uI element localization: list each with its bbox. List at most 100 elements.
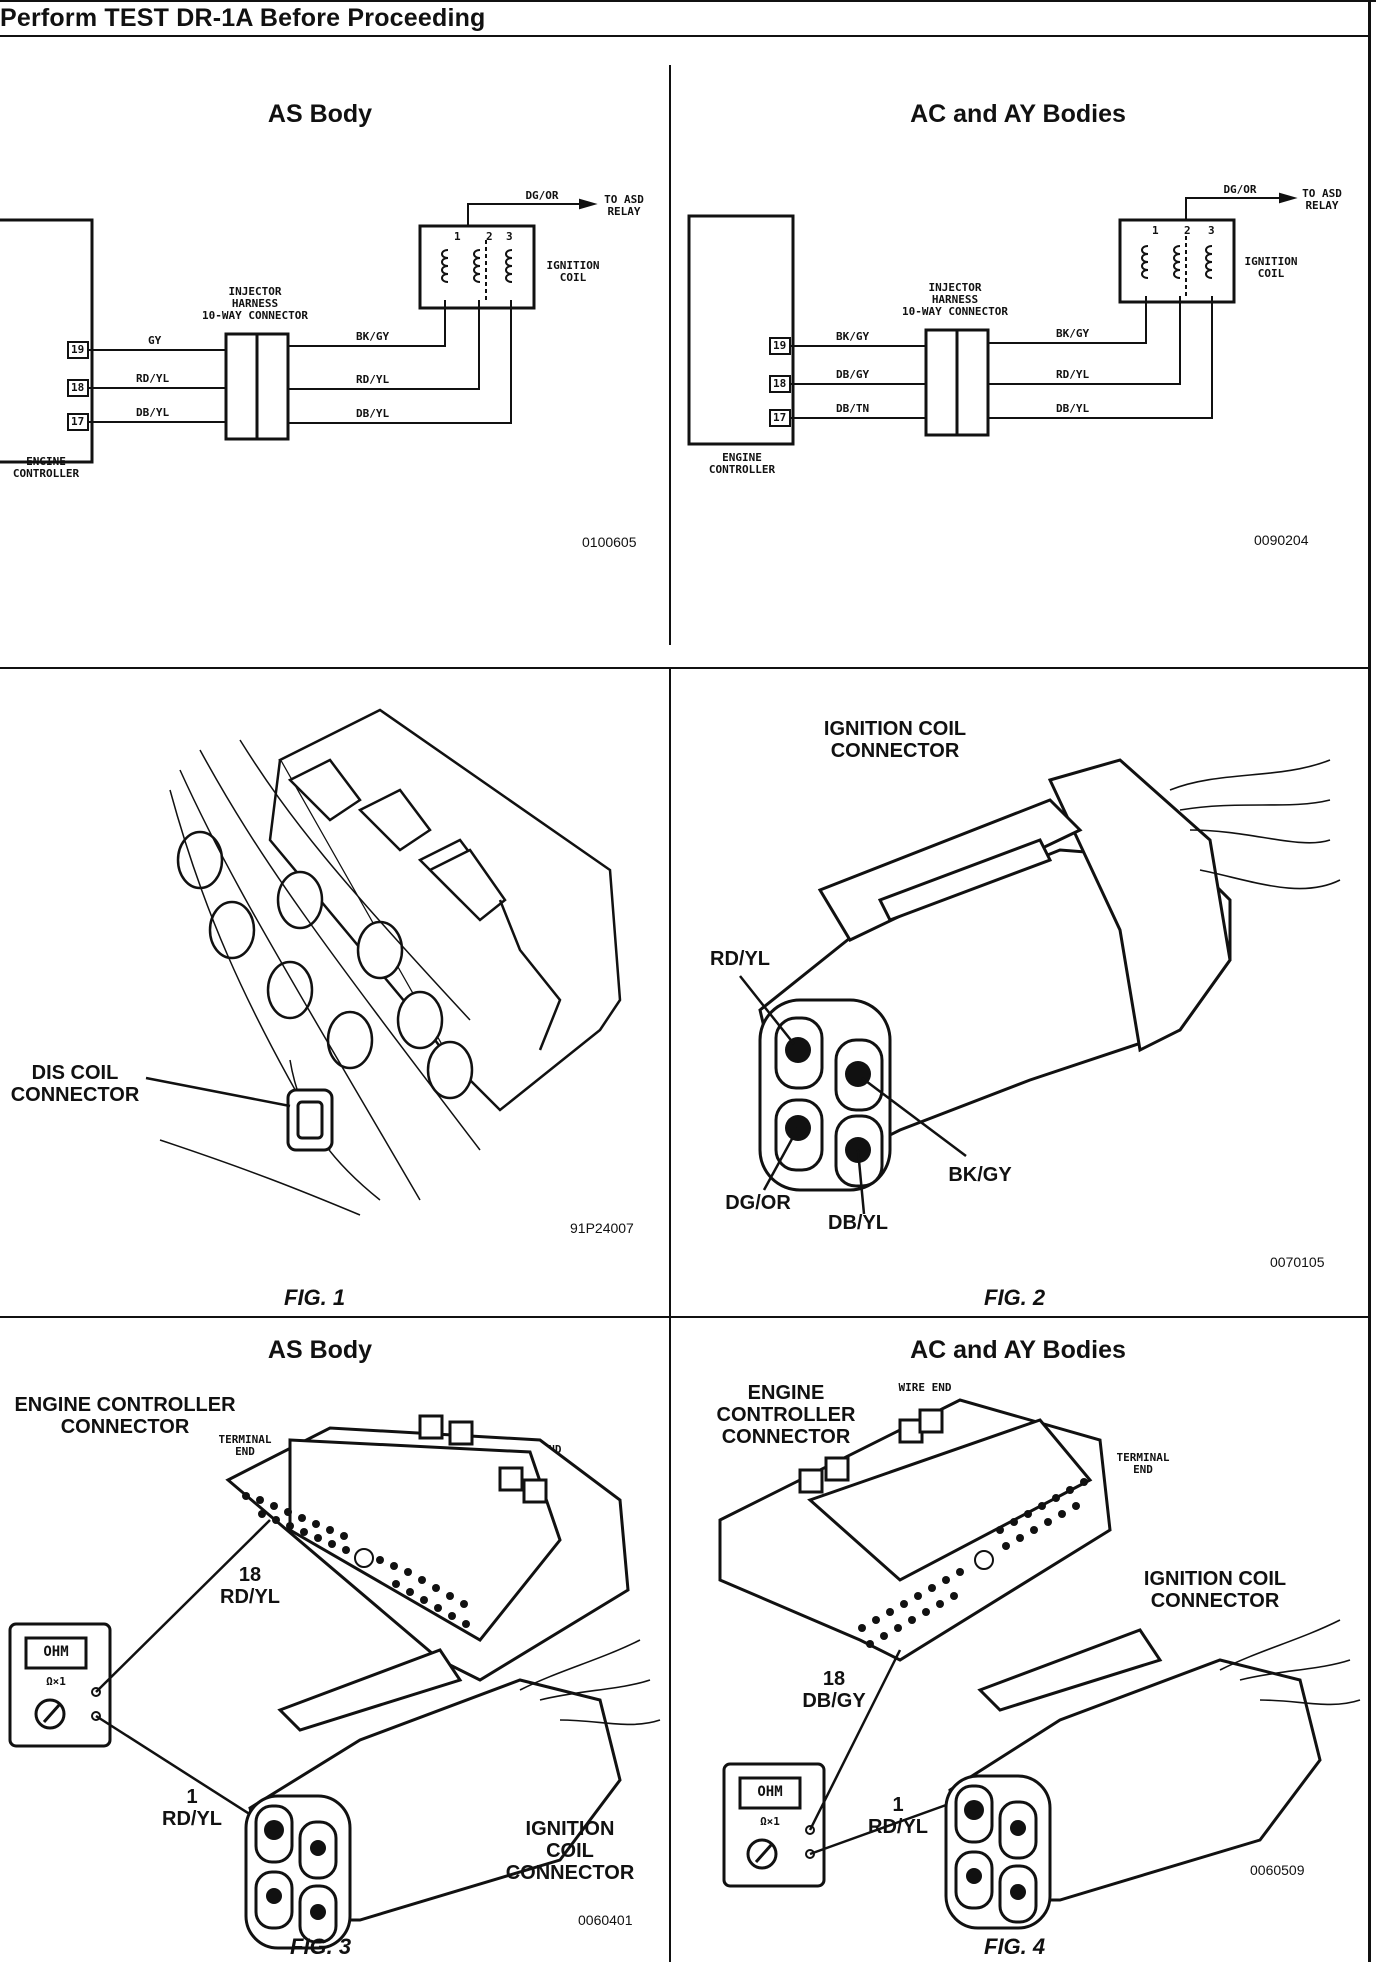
- coil-windings-acay: [1141, 236, 1213, 296]
- mid-right-code: 0070105: [1270, 1254, 1325, 1270]
- ignition-coil-label-as: IGNITION COIL: [546, 259, 600, 284]
- meter-display-as: OHM: [43, 1644, 69, 1660]
- ecc-label-acay: ENGINE CONTROLLER CONNECTOR: [716, 1382, 856, 1448]
- leader-rdyl: [739, 975, 795, 1045]
- wire-dbyl-right-as: DB/YL: [356, 407, 390, 420]
- coil-pin-3-acay: 3: [1208, 224, 1215, 237]
- pin-18-as: 18: [71, 381, 85, 394]
- fig-4-label: FIG. 4: [984, 1934, 1046, 1959]
- pin-19-acay: 19: [773, 339, 787, 352]
- fig-2-label: FIG. 2: [984, 1285, 1046, 1310]
- bot-right-title: AC and AY Bodies: [910, 1336, 1126, 1364]
- wire-dbyl-left-as: DB/YL: [136, 406, 170, 419]
- fig-1-label: FIG. 1: [284, 1285, 346, 1310]
- ignition-coil-label-acay: IGNITION COIL: [1244, 255, 1298, 280]
- coil-pin-2-acay: 2: [1184, 224, 1191, 237]
- dis-coil-callout: DIS COIL CONNECTOR: [10, 1062, 140, 1106]
- meter-range-as: Ω×1: [46, 1675, 66, 1688]
- wire-rdyl-right-as: RD/YL: [356, 373, 390, 386]
- coil-wires: [159, 739, 481, 1216]
- wire-rdyl-right-acay: RD/YL: [1056, 368, 1090, 381]
- wire-end-acay: WIRE END: [898, 1381, 952, 1394]
- coil-windings-as: [441, 240, 513, 300]
- leader-dbyl: [856, 1149, 866, 1215]
- ecc-connector-as: [225, 1414, 630, 1682]
- ohmmeter-acay: [722, 1762, 826, 1888]
- fig-3-label: FIG. 3: [290, 1934, 352, 1959]
- ignition-coil-label-acay-fig4: IGNITION COIL CONNECTOR: [1143, 1568, 1287, 1612]
- mid-left-code: 91P24007: [570, 1220, 634, 1236]
- row-divider-2: [0, 1316, 1370, 1318]
- wire-gy-as: GY: [148, 334, 162, 347]
- frame-top: [0, 0, 1376, 2]
- dgor-label-as: DG/OR: [525, 189, 559, 202]
- pin18-label-as: 18 RD/YL: [220, 1564, 280, 1608]
- engine-controller-label-acay: ENGINE CONTROLLER: [708, 451, 776, 476]
- bot-left-title: AS Body: [267, 1336, 373, 1364]
- leader-bkgy: [861, 1077, 967, 1157]
- coil-pin-1-as: 1: [454, 230, 461, 243]
- engine-controller-label-as: ENGINE CONTROLLER: [12, 455, 80, 480]
- pin1-label-acay: 1 RD/YL: [868, 1794, 928, 1838]
- header-divider: [0, 35, 1370, 37]
- bot-right-code: 0060509: [1250, 1862, 1305, 1878]
- wire-bkgy-as: BK/GY: [356, 330, 390, 343]
- meter-range-acay: Ω×1: [760, 1815, 780, 1828]
- wire-bkgy-right-acay: BK/GY: [1056, 327, 1090, 340]
- wire-label-dbyl: DB/YL: [828, 1212, 888, 1234]
- asd-relay-label-as: TO ASD RELAY: [604, 193, 644, 218]
- leader-dgor: [762, 1127, 800, 1191]
- wire-dbtn-left-acay: DB/TN: [836, 402, 870, 415]
- meter-display-acay: OHM: [757, 1784, 783, 1800]
- wire-label-rdyl: RD/YL: [710, 948, 770, 970]
- wire-dbgy-left-acay: DB/GY: [836, 368, 870, 381]
- coil-wires-fig2: [1169, 759, 1341, 890]
- top-right-title: AC and AY Bodies: [910, 100, 1126, 128]
- ecc-connector-acay: [718, 1398, 1112, 1662]
- wire-rdyl-left-as: RD/YL: [136, 372, 170, 385]
- wire-dbyl-right-acay: DB/YL: [1056, 402, 1090, 415]
- top-left-title: AS Body: [267, 100, 373, 128]
- col-divider-top: [669, 65, 671, 645]
- ecc-pins-as: [242, 1492, 470, 1628]
- coil-pin-3-as: 3: [506, 230, 513, 243]
- terminal-end-as: TERMINAL END: [218, 1433, 272, 1458]
- frame-right: [1368, 0, 1371, 1962]
- bot-left-code: 0060401: [578, 1912, 633, 1928]
- coil-connector-label-as: IGNITION COIL CONNECTOR: [505, 1818, 635, 1884]
- dgor-label-acay: DG/OR: [1223, 183, 1257, 196]
- row-divider-1: [0, 667, 1370, 669]
- pin-17-acay: 17: [773, 411, 787, 424]
- page-header-title: Perform TEST DR-1A Before Proceeding: [0, 4, 486, 32]
- coil-pin-2-as: 2: [486, 230, 493, 243]
- wire-label-dgor: DG/OR: [725, 1192, 791, 1214]
- wire-label-bkgy: BK/GY: [948, 1164, 1012, 1186]
- pin18-label-acay: 18 DB/GY: [802, 1668, 866, 1712]
- pin-18-acay: 18: [773, 377, 787, 390]
- coil-pin-1-acay: 1: [1152, 224, 1159, 237]
- injector-label-acay: INJECTOR HARNESS 10-WAY CONNECTOR: [902, 281, 1008, 318]
- pin-17-as: 17: [71, 415, 85, 428]
- pin1-label-as: 1 RD/YL: [162, 1786, 222, 1830]
- top-right-code: 0090204: [1254, 532, 1309, 548]
- ignition-coil-connector-title: IGNITION COIL CONNECTOR: [823, 718, 967, 762]
- terminal-end-acay: TERMINAL END: [1116, 1451, 1170, 1476]
- col-divider-mid: [669, 669, 671, 1316]
- injector-label-as: INJECTOR HARNESS 10-WAY CONNECTOR: [202, 285, 308, 322]
- ecc-label-as: ENGINE CONTROLLER CONNECTOR: [14, 1394, 236, 1438]
- dis-connector-body: [286, 1088, 334, 1152]
- asd-relay-label-acay: TO ASD RELAY: [1302, 187, 1342, 212]
- top-left-code: 0100605: [582, 534, 637, 550]
- wire-bkgy-left-acay: BK/GY: [836, 330, 870, 343]
- ecc-pins-acay: [858, 1478, 1088, 1648]
- coil-towers: [176, 830, 474, 1100]
- pin-19-as: 19: [71, 343, 85, 356]
- col-divider-bot: [669, 1318, 671, 1962]
